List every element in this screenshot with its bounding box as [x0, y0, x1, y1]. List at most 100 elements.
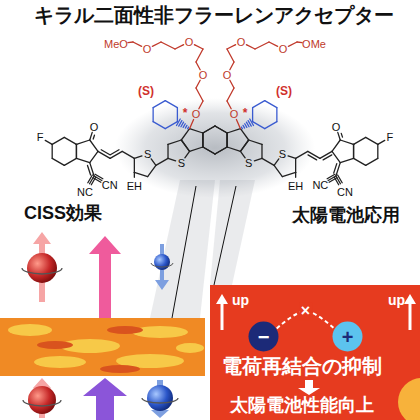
bond-line	[255, 42, 269, 49]
zoom-line	[214, 186, 236, 285]
bond-line	[274, 159, 279, 165]
bond-line	[134, 156, 142, 158]
atom-label: F	[37, 131, 44, 143]
stereo-wedge	[243, 125, 245, 128]
bond-line	[196, 49, 203, 62]
bond-line	[246, 45, 255, 49]
film-domain	[8, 324, 52, 336]
spin-up-arrow	[409, 302, 412, 330]
bond-line	[226, 133, 227, 147]
title: キラル二面性非フラーレンアクセプター	[34, 4, 394, 26]
bond-line	[202, 133, 203, 147]
spin-orbit	[151, 263, 173, 267]
bond-line	[64, 137, 76, 144]
bond-line	[152, 108, 153, 122]
bond-line	[134, 172, 147, 176]
atom-label: O	[199, 69, 208, 81]
spin-up-arrow	[404, 294, 416, 304]
atom-label: O	[90, 121, 99, 133]
bond-line	[230, 80, 234, 88]
bond-line	[227, 88, 234, 101]
stereo-wedge	[250, 119, 254, 125]
bond-line	[152, 42, 161, 46]
bond-line	[153, 122, 165, 129]
bond-line	[253, 101, 265, 108]
bond-line	[161, 42, 175, 49]
bond-line	[215, 147, 227, 154]
bond-line	[320, 151, 332, 158]
atom-label: S	[178, 157, 185, 169]
bond-line	[181, 140, 189, 151]
atom-label: O	[230, 108, 239, 120]
bond-line	[151, 159, 156, 165]
bond-line	[366, 137, 378, 144]
atom-label: OMe	[302, 38, 326, 50]
bond-line	[52, 158, 64, 165]
double-bond	[308, 155, 317, 160]
bond-line	[282, 172, 295, 176]
film-streak	[100, 365, 140, 373]
charge-circle: +	[332, 321, 363, 352]
atom-label: MeO	[104, 38, 128, 50]
spin-orbit	[22, 268, 62, 274]
bond-line	[98, 151, 110, 158]
bond-line	[340, 140, 353, 144]
bond-line	[226, 133, 227, 147]
film-domain	[34, 356, 86, 368]
bond-line	[90, 132, 92, 140]
bond-line	[196, 62, 200, 70]
bond-line	[274, 165, 282, 176]
spin-up-arrow	[216, 294, 228, 304]
electron-sphere	[28, 386, 56, 414]
panel-text: 電荷再結合の抑制	[222, 355, 382, 378]
atom-label: S	[279, 148, 286, 160]
electron-sphere	[154, 254, 170, 270]
stereo-wedge	[183, 124, 185, 128]
film-streak	[107, 326, 143, 334]
triple-bond	[88, 175, 92, 183]
bond-line	[240, 140, 248, 151]
atom-label: S	[245, 157, 252, 169]
spin-label: up	[388, 293, 405, 308]
atom-label: O	[143, 43, 152, 55]
bond-line	[122, 151, 134, 158]
atom-label: O	[223, 69, 232, 81]
charge-sign: +	[332, 321, 363, 352]
bond-line	[203, 126, 215, 133]
bond-line	[190, 147, 203, 151]
bond-line	[202, 133, 203, 147]
bond-line	[332, 140, 340, 151]
bond-line	[366, 158, 378, 165]
bond-line	[240, 129, 248, 140]
stereo-label: *	[183, 107, 188, 120]
bond-line	[76, 144, 77, 158]
bond-line	[64, 158, 76, 165]
film-streak	[37, 341, 73, 349]
stereo-wedge	[245, 124, 247, 128]
bond-line	[265, 101, 277, 108]
down-arrow	[298, 380, 320, 395]
bond-line	[254, 158, 262, 160]
stereo-label: (S)	[138, 85, 154, 98]
electron-sphere	[147, 385, 173, 411]
atom-label: EH	[127, 180, 142, 192]
bond-line	[90, 140, 98, 151]
effect-label: CISS効果	[24, 204, 102, 224]
bond-line	[52, 137, 64, 144]
bond-line	[295, 172, 296, 177]
bond-line	[202, 133, 203, 147]
circle-fill	[249, 322, 279, 352]
bond-line	[240, 151, 245, 157]
bond-line	[227, 49, 234, 62]
bond-line	[353, 144, 354, 158]
bond-line	[165, 101, 177, 108]
red-panel	[210, 285, 420, 420]
molecule-structure	[45, 42, 384, 185]
bond-line	[175, 45, 184, 49]
bond-line	[133, 42, 142, 46]
bond-line	[261, 144, 262, 158]
bond-line	[177, 108, 178, 122]
stereo-wedge	[185, 125, 187, 128]
bond-line	[45, 140, 52, 144]
